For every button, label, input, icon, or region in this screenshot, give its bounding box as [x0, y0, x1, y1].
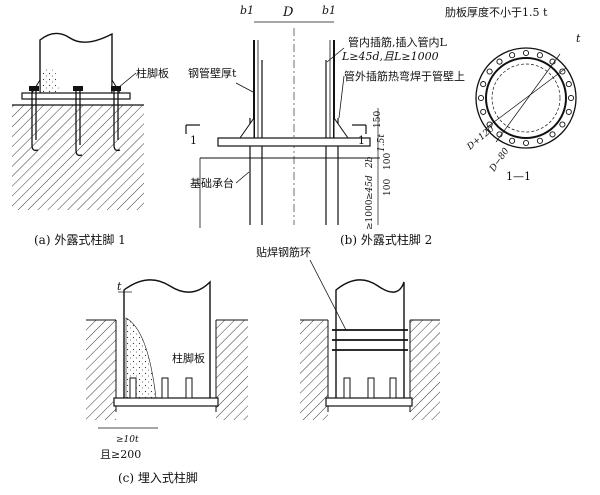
rebar-dot [522, 139, 530, 147]
symbol-b1-left: b1 [240, 4, 254, 17]
dim-100-a: 100 [383, 153, 393, 170]
rebar-dot [509, 137, 516, 144]
rebar-dot [486, 68, 493, 75]
dim-100-b: 100 [383, 179, 393, 196]
rebar-dot [480, 81, 487, 88]
welded-rings [332, 329, 408, 351]
rebar-dot [522, 49, 530, 57]
base-plate [325, 397, 413, 407]
figure-c-left: t 柱脚板 ≥10t 且≥200 (c) 埋入式柱脚 [86, 279, 248, 485]
section-t: t [576, 32, 581, 45]
caption-a: (a) 外露式柱脚 1 [34, 232, 126, 247]
steel-column [335, 279, 405, 398]
dim-200: 且≥200 [100, 448, 141, 461]
ground-hatch [300, 320, 328, 420]
rib [333, 116, 349, 139]
dim-10t: ≥10t [116, 435, 139, 445]
dim-45d: ≥45d [365, 175, 375, 200]
plate-label-c: 柱脚板 [172, 351, 205, 365]
symbol-d: D [282, 5, 294, 20]
concrete-fill [42, 67, 60, 94]
base-plate [113, 397, 219, 407]
caption-b: (b) 外露式柱脚 2 [340, 232, 432, 247]
bolt-nuts [29, 86, 121, 91]
rebar-dot [565, 81, 572, 88]
rebar-dot [536, 137, 543, 144]
rib-thickness-label: 肋板厚度不小于1.5 t [445, 5, 548, 19]
ribs [343, 377, 397, 399]
rebar-dot [486, 121, 493, 128]
figure-c-right: 贴焊钢筋环 [256, 245, 440, 420]
symbol-b1-right: b1 [322, 4, 336, 17]
ring-label: 贴焊钢筋环 [256, 245, 311, 259]
foundation-cap-label: 基础承台 [190, 176, 234, 190]
plate-label: 柱脚板 [136, 66, 169, 80]
ribs [129, 377, 193, 399]
diameter-line [485, 67, 567, 129]
anchor-bolts [31, 86, 121, 157]
ground-hatch [86, 320, 116, 420]
section-1-1: 肋板厚度不小于1.5 t t D+120 D−80 1—1 [445, 5, 581, 183]
rebar-ring [477, 49, 575, 147]
caption-c: (c) 埋入式柱脚 [118, 470, 198, 485]
base-plate [217, 137, 371, 147]
rebar-dot [480, 108, 487, 115]
rebar-dot [549, 131, 556, 138]
rebar-dot [559, 68, 566, 75]
ground-hatch [12, 105, 144, 210]
rebar-dot [509, 52, 516, 59]
outer-plate-circle [475, 47, 577, 149]
wall-thickness-label: 钢管壁厚t [188, 66, 237, 80]
leader-line [117, 72, 137, 89]
symbol-t: t [117, 280, 122, 293]
figure-b: D b1 b1 1 1 钢管壁厚t 管内插筋,插入管内L L≥4 [185, 4, 465, 247]
dim-1-5t: 1.5t [377, 134, 387, 152]
rebar-dot [559, 121, 566, 128]
rebar-dot [536, 52, 543, 59]
dim-2b: 2b [365, 156, 375, 169]
section-mark-left: 1 [190, 134, 197, 147]
rebar-dot [477, 94, 485, 102]
dim-150: 150 [373, 111, 383, 128]
inner-bar-label-1: 管内插筋,插入管内L [348, 35, 447, 49]
inner-bar-label-2: L≥45d,且L≥1000 [341, 50, 439, 63]
section-title: 1—1 [506, 170, 531, 183]
rib [239, 116, 255, 139]
ground-hatch [216, 320, 248, 420]
section-mark-right: 1 [358, 134, 365, 147]
inner-circle [491, 63, 561, 133]
dim-1000: ≥1000 [365, 199, 375, 230]
rebar-dot [567, 94, 575, 102]
dim-d-plus-120: D+120 [465, 124, 497, 153]
figure-a: 柱脚板 (a) 外露式柱脚 1 [12, 32, 169, 247]
outer-bar-label: 管外插筋热弯焊于管壁上 [344, 69, 465, 83]
ground-hatch [410, 320, 440, 420]
rebar-dot [496, 58, 503, 65]
tube-circle [485, 57, 567, 139]
rebar-dot [565, 108, 572, 115]
steel-column [39, 32, 113, 96]
